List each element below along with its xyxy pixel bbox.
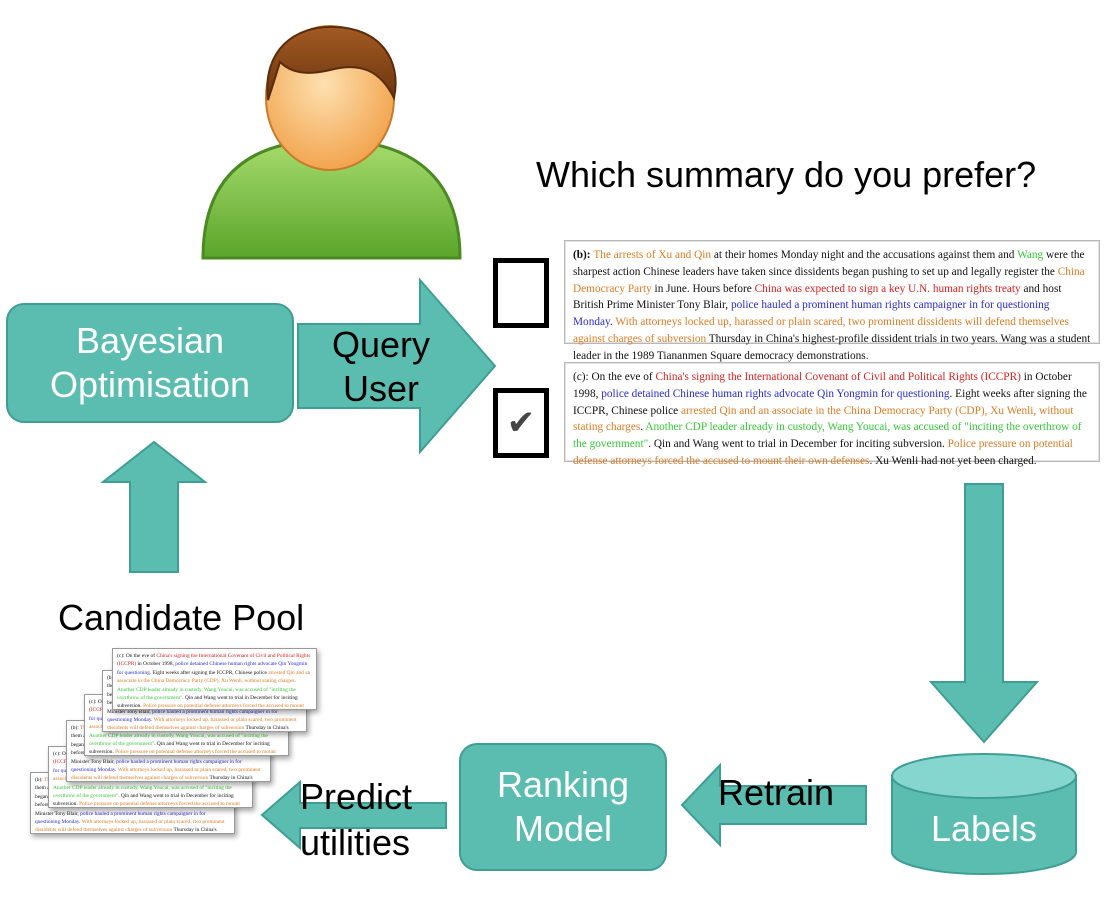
summary-segment: .	[640, 421, 646, 434]
summary-segment: Thursday in China's highest-profile diss…	[573, 332, 1091, 362]
labels-cylinder	[891, 753, 1077, 875]
mini-summary-segment: (b):	[35, 777, 45, 783]
mini-summary-segment: Thursday in China's highest-profile diss…	[173, 827, 217, 834]
mini-summary-segment: .	[151, 717, 154, 724]
mini-summary-segment: . Eight weeks after signing the ICCPR, C…	[149, 669, 269, 676]
summary-segment: (c): On the eve of	[573, 371, 656, 383]
ranking-model-box: Ranking Model	[459, 743, 667, 871]
summary-segment: China's signing the International Covena…	[655, 371, 1021, 383]
summary-segment: China Democracy Party	[573, 265, 1085, 295]
summary-segment: Another CDP leader already in custody, W…	[573, 421, 1082, 451]
summary-segment: police detained Chinese human rights adv…	[601, 387, 950, 400]
summary-segment: With attorneys locked up, harassed or pl…	[573, 316, 1069, 345]
predict-arrow	[260, 779, 447, 851]
mini-summary-segment: Another CDP leader already in custody, W…	[53, 784, 232, 800]
mini-summary-segment: police hauled a prominent human rights c…	[107, 708, 278, 724]
mini-summary-segment: Police pressure on potential defense att…	[79, 801, 240, 808]
query-arrow	[297, 277, 497, 455]
mini-summary-segment: Police pressure on potential defense att…	[115, 749, 276, 756]
labels-label: Labels	[930, 808, 1038, 849]
mini-summary-segment: .	[115, 767, 118, 774]
mini-summary-segment: (b):	[107, 675, 115, 681]
summary-segment: police hauled a prominent human rights c…	[573, 299, 1050, 329]
summary-segment: were the sharpest action Chinese leaders…	[573, 249, 1085, 278]
summary-segment: Police pressure on potential defense att…	[573, 438, 1073, 467]
mini-summary-segment: .	[79, 819, 82, 826]
user-icon	[201, 25, 462, 260]
mini-summary-segment: (b):	[71, 725, 81, 731]
query-user-label: Query User	[331, 324, 431, 409]
candidate-pool-label: Candidate Pool	[58, 597, 305, 638]
summary-segment: . Qin and Wang went to trial in December…	[648, 438, 948, 451]
ranking-model-label: Ranking Model	[496, 764, 630, 849]
checkbox-b[interactable]	[493, 258, 549, 328]
predict-utilities-label: Predict utilities	[300, 776, 413, 863]
bayesian-optimisation-box: Bayesian Optimisation	[6, 303, 294, 423]
summary-segment: . Eight weeks after signing the ICCPR, C…	[573, 387, 1087, 417]
retrain-arrow	[680, 762, 867, 848]
mini-summary-segment: . Qin and Wang went to trial in December…	[89, 741, 270, 756]
mini-summary-segment: arrested Qin and an associate in the Chi…	[117, 669, 311, 685]
summary-b: (b): The arrests of Xu and Qin at their …	[564, 240, 1100, 362]
mini-summary-segment: Another CDP leader already in custody, W…	[117, 686, 296, 702]
summary-segment: The arrests of Xu and Qin	[593, 249, 712, 261]
mini-summary-segment: Thursday in China's highest-profile diss…	[209, 775, 253, 782]
mini-summary-segment: . Qin and Wang went to trial in December…	[117, 695, 298, 710]
mini-summary-segment: With attorneys locked up, harassed or pl…	[71, 767, 261, 782]
mini-summary-segment: police detained Chinese human rights adv…	[117, 661, 308, 676]
mini-summary-segment: With attorneys locked up, harassed or pl…	[35, 819, 225, 834]
mini-summary-segment: (c): On the eve of	[117, 653, 157, 659]
mini-summary-segment: . Qin and Wang went to trial in December…	[53, 793, 234, 808]
summary-c: (c): On the eve of China's signing the I…	[564, 362, 1100, 467]
summary-segment: in June. Hours before	[651, 282, 755, 295]
mini-summary-segment: With attorneys locked up, harassed or pl…	[107, 717, 297, 732]
candidate-summary-card: (c): On the eve of China's signing the I…	[112, 648, 317, 710]
mini-summary-segment: .	[294, 678, 296, 685]
mini-summary-segment: China's signing the International Covena…	[117, 653, 311, 668]
bayesian-optimisation-label: Bayesian Optimisation	[49, 320, 251, 405]
up-arrow	[100, 440, 208, 573]
checkmark-icon: ✔	[506, 403, 536, 443]
mini-summary-segment: Thursday in China's highest-profile diss…	[245, 725, 289, 732]
summary-segment: at their homes Monday night and the accu…	[711, 249, 1018, 261]
summary-segment: . Xu Wenli had not yet been charged.	[869, 454, 1037, 467]
mini-summary-segment: in October 1998,	[136, 661, 176, 668]
mini-summary-segment: police hauled a prominent human rights c…	[71, 758, 242, 774]
mini-summary-segment: police hauled a prominent human rights c…	[35, 810, 206, 826]
mini-summary-segment: Police pressure on potential defense att…	[143, 703, 304, 710]
retrain-label: Retrain	[718, 772, 835, 813]
summary-segment: and host British Prime Minister Tony Bla…	[573, 282, 1062, 312]
summary-segment: .	[609, 316, 616, 329]
summary-segment: (b):	[573, 249, 594, 261]
summary-segment: in October 1998,	[573, 371, 1072, 400]
checkbox-c[interactable]: ✔	[493, 388, 549, 458]
down-arrow	[928, 483, 1040, 744]
mini-summary-segment: Another CDP leader already in custody, W…	[89, 732, 268, 748]
question-text: Which summary do you prefer?	[536, 154, 1037, 195]
summary-segment: Wang	[1017, 249, 1044, 261]
summary-segment: arrested Qin and an associate in the Chi…	[573, 404, 1074, 434]
summary-segment: China was expected to sign a key U.N. hu…	[754, 282, 1021, 295]
